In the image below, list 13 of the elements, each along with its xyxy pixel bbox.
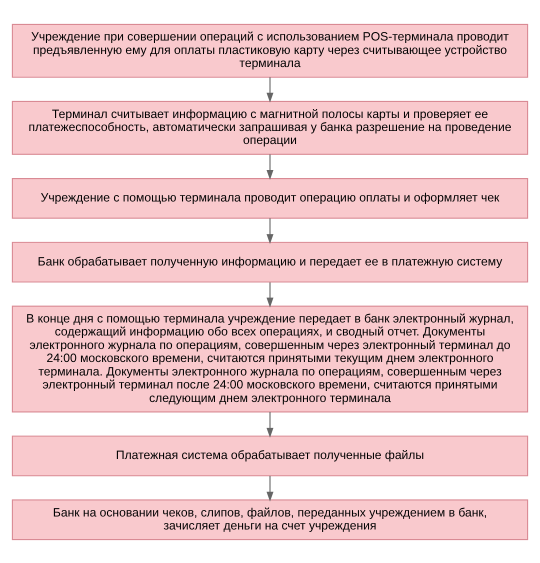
arrow bbox=[266, 475, 274, 502]
node-box: Учреждение с помощью терминала проводит операцию оплаты и оформляет чек bbox=[12, 177, 528, 218]
node-box: Банк на основании чеков, слипов, файлов, переданных учреждением в банк, зачисляет деньги на счет учреждения bbox=[12, 498, 528, 540]
arrow bbox=[266, 218, 274, 244]
arrow bbox=[266, 154, 274, 180]
node-box: Учреждение при совершении операций с использованием POS-терминала проводит предъявленную ему для оплаты пластиковую карту через считывающее устройство терминала bbox=[12, 23, 528, 78]
node-box: Банк обрабатывает полученную информацию и передает ее в платежную систему bbox=[12, 241, 528, 282]
arrow bbox=[266, 411, 274, 438]
node-box: Терминал считывает информацию с магнитной полосы карты и проверяет ее платежеспособность, автоматически запрашивая у банка разрешение на проведение операции bbox=[12, 100, 528, 154]
arrow bbox=[266, 282, 274, 308]
node-box: В конце дня с помощью терминала учреждение передает в банк электронный журнал, содержащий информацию обо всех операциях, и сводный отчет. Документы электронного журнала по операциям, совершенным через электронный терминал до 24:00 московского времени, считаются принятыми текущим днем электронного терминала. Документы электронного журнала по операциям, совершенным через электронный терминал после 24:00 московского времени, считаются принятыми следующим днем электронного терминала bbox=[12, 305, 528, 412]
arrow bbox=[266, 76, 274, 102]
node-box: Платежная система обрабатывает полученные файлы bbox=[12, 435, 528, 476]
